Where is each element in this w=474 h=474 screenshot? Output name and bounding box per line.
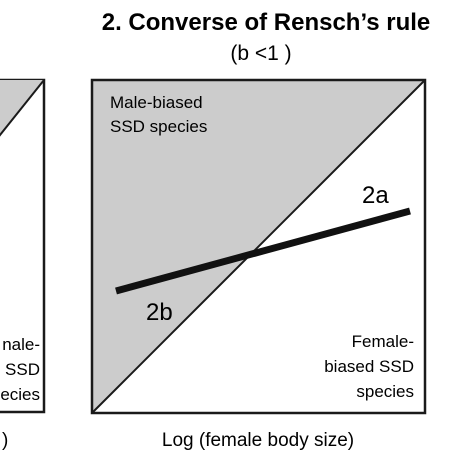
isometry-diagonal (91, 79, 426, 414)
lower-region-label-2: biased SSD (324, 357, 414, 376)
panel-title: 2. Converse of Rensch’s rule (102, 9, 431, 36)
left-panel-text-1: nale- (2, 335, 40, 354)
left-panel-text-2: SSD (5, 360, 40, 379)
left-panel-text-3: ecies (0, 385, 40, 404)
upper-region-label-1: Male-biased (110, 93, 203, 112)
regression-line (115, 207, 411, 295)
left-panel-fragment: nale- SSD ecies ) (0, 78, 46, 451)
left-panel-diagonal (0, 79, 45, 137)
panel-subtitle: (b <1 ) (230, 42, 291, 65)
left-panel-frame (0, 78, 46, 414)
upper-region-label-2: SSD species (110, 117, 207, 136)
main-panel: Male-biased SSD species 2a 2b Female- bi… (90, 78, 427, 415)
line-label-2b: 2b (146, 299, 173, 326)
lower-region-label-1: Female- (352, 332, 414, 351)
main-panel-frame (90, 78, 427, 415)
x-axis-label: Log (female body size) (162, 430, 354, 451)
left-panel-axis-fragment: ) (2, 430, 8, 451)
lower-region-label-3: species (356, 382, 414, 401)
line-label-2a: 2a (362, 182, 389, 209)
